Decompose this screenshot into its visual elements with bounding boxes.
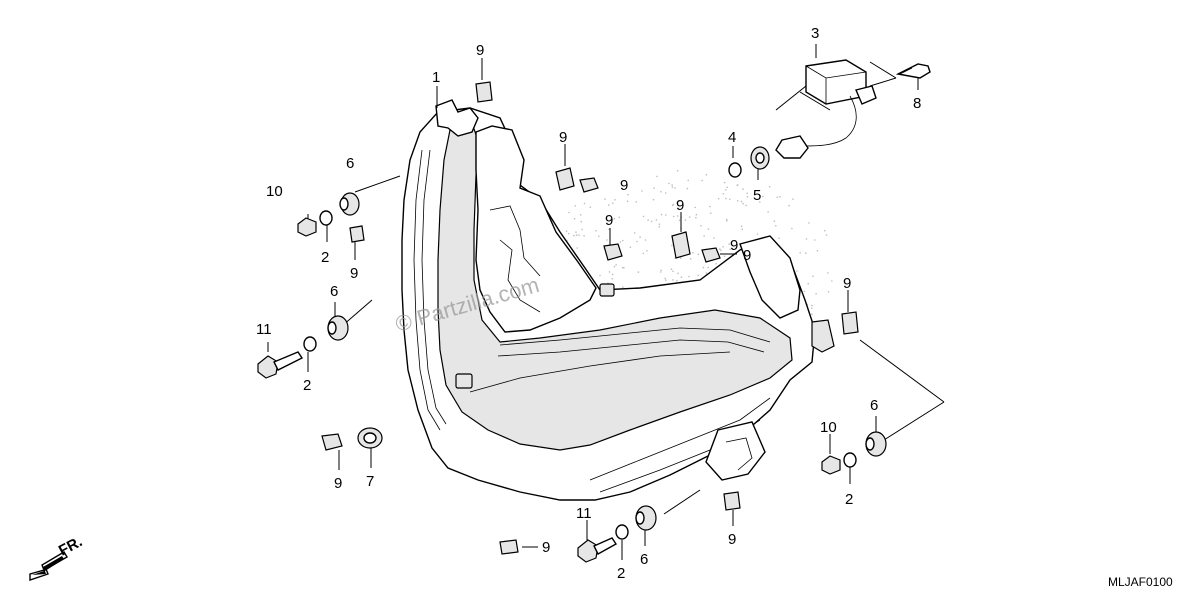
module-3[interactable] [775, 59, 877, 159]
callout-9: 9 [730, 237, 738, 254]
callout-9: 9 [676, 197, 684, 214]
callout-2: 2 [303, 377, 311, 394]
grommet-7[interactable] [357, 427, 383, 449]
callout-11: 11 [256, 321, 272, 338]
callout-4: 4 [728, 129, 736, 146]
front-direction-indicator: FR. [29, 533, 85, 581]
bolt-11[interactable] [257, 351, 618, 563]
callout-2: 2 [321, 249, 329, 266]
callout-6: 6 [640, 551, 648, 568]
callout-9: 9 [334, 475, 342, 492]
callout-3: 3 [811, 25, 819, 42]
headlight-unit[interactable] [401, 99, 835, 501]
callouts: 1 3 9 8 4 5 9 9 6 10 2 9 9 9 9 6 11 2 9 … [256, 25, 921, 582]
callout-5: 5 [753, 187, 761, 204]
callout-9: 9 [542, 539, 550, 556]
screw-8[interactable] [895, 63, 931, 79]
nut-10[interactable] [297, 217, 841, 475]
leader-lines [267, 44, 945, 560]
callout-1: 1 [432, 69, 440, 86]
callout-6: 6 [346, 155, 354, 172]
callout-11: 11 [576, 505, 592, 522]
callout-6: 6 [330, 283, 338, 300]
collar-4[interactable] [728, 162, 742, 178]
callout-9: 9 [476, 42, 484, 59]
callout-8: 8 [913, 95, 921, 112]
grommet-5[interactable] [750, 146, 770, 170]
callout-9: 9 [743, 247, 751, 264]
callout-9: 9 [728, 531, 736, 548]
callout-10: 10 [266, 183, 283, 200]
washer-2[interactable] [303, 210, 857, 540]
hardware-parts [257, 59, 931, 563]
diagram-code: MLJAF0100 [1108, 575, 1173, 589]
callout-9: 9 [620, 177, 628, 194]
callout-9: 9 [843, 275, 851, 292]
callout-2: 2 [845, 491, 853, 508]
callout-9: 9 [559, 129, 567, 146]
clip-9[interactable] [321, 81, 859, 555]
callout-7: 7 [366, 473, 374, 490]
callout-2: 2 [617, 565, 625, 582]
callout-9: 9 [350, 265, 358, 282]
callout-10: 10 [820, 419, 837, 436]
callout-6: 6 [870, 397, 878, 414]
grommet-6[interactable] [327, 192, 887, 531]
callout-9: 9 [605, 212, 613, 229]
